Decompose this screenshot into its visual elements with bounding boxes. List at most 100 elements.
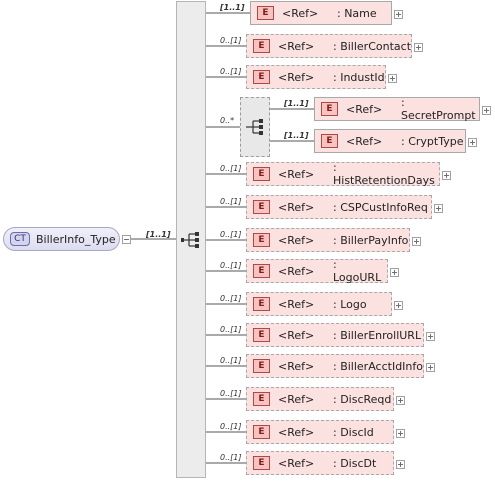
- element-name: : LogoURL: [333, 258, 382, 284]
- element-cardinality: 0..[1]: [220, 422, 242, 431]
- element-node[interactable]: E <Ref> : Logo: [246, 292, 392, 316]
- ref-label: <Ref>: [278, 328, 315, 342]
- expand-icon[interactable]: [426, 332, 435, 341]
- element-badge: E: [253, 297, 270, 311]
- element-badge: E: [321, 134, 338, 148]
- expand-icon[interactable]: [394, 10, 403, 19]
- element-node[interactable]: E <Ref> : Name: [250, 1, 392, 25]
- expand-icon[interactable]: [396, 396, 405, 405]
- element-node[interactable]: E <Ref> : DiscDt: [246, 451, 394, 475]
- expand-icon[interactable]: [434, 204, 443, 213]
- element-cardinality: 0..[1]: [220, 453, 242, 462]
- element-badge: E: [321, 102, 338, 116]
- element-badge: E: [253, 359, 270, 373]
- ref-label: <Ref>: [278, 233, 315, 247]
- choice-icon: [246, 119, 263, 135]
- element-node[interactable]: E <Ref> : BillerEnrollURL: [246, 323, 424, 347]
- element-badge: E: [253, 425, 270, 439]
- element-node[interactable]: E <Ref> : IndustId: [246, 65, 386, 89]
- complex-type-name: BillerInfo_Type: [36, 232, 116, 246]
- element-name: : DiscDt: [333, 456, 377, 470]
- element-name: : BillerAcctIdInfo: [333, 359, 423, 373]
- expand-icon[interactable]: [396, 429, 405, 438]
- expand-icon[interactable]: [390, 268, 399, 277]
- choice-cardinality: 0..*: [220, 116, 235, 125]
- ref-label: <Ref>: [278, 167, 315, 181]
- element-name: : SecretPrompt: [401, 96, 476, 122]
- element-badge: E: [253, 233, 270, 247]
- element-badge: E: [253, 200, 270, 214]
- element-name: : BillerEnrollURL: [333, 328, 422, 342]
- ref-label: <Ref>: [278, 200, 315, 214]
- element-node[interactable]: E <Ref> : DiscId: [246, 420, 394, 444]
- element-node[interactable]: E <Ref> : LogoURL: [246, 258, 388, 284]
- element-cardinality: 0..[1]: [220, 230, 242, 239]
- element-name: : CSPCustInfoReq: [333, 200, 428, 214]
- element-badge: E: [253, 70, 270, 84]
- element-name: : BillerContact: [333, 39, 412, 53]
- ref-label: <Ref>: [278, 70, 315, 84]
- element-node[interactable]: E <Ref> : HistRetentionDays: [246, 161, 440, 187]
- ref-label: <Ref>: [278, 425, 315, 439]
- element-name: : BillerPayInfo: [333, 233, 409, 247]
- ref-label: <Ref>: [346, 102, 383, 116]
- expand-icon[interactable]: [388, 74, 397, 83]
- expand-icon[interactable]: [396, 460, 405, 469]
- ref-label: <Ref>: [346, 134, 383, 148]
- element-badge: E: [253, 392, 270, 406]
- element-cardinality: 0..[1]: [220, 389, 242, 398]
- element-cardinality: 0..[1]: [220, 197, 242, 206]
- ref-label: <Ref>: [278, 456, 315, 470]
- choice-compositor[interactable]: [240, 97, 270, 157]
- element-name: : CryptType: [401, 134, 464, 148]
- element-name: : Logo: [333, 297, 367, 311]
- element-cardinality: [1..1]: [220, 3, 245, 12]
- element-cardinality: 0..[1]: [220, 325, 242, 334]
- expand-icon[interactable]: [412, 237, 421, 246]
- element-badge: E: [253, 456, 270, 470]
- ref-label: <Ref>: [278, 39, 315, 53]
- element-cardinality: [1..1]: [284, 99, 309, 108]
- element-cardinality: [1..1]: [284, 131, 309, 140]
- complex-type-badge: CT: [10, 232, 30, 246]
- element-cardinality: 0..[1]: [220, 261, 242, 270]
- element-cardinality: 0..[1]: [220, 164, 242, 173]
- ref-label: <Ref>: [278, 264, 315, 278]
- element-name: : IndustId: [333, 70, 385, 84]
- element-cardinality: 0..[1]: [220, 356, 242, 365]
- expand-icon[interactable]: [468, 138, 477, 147]
- element-cardinality: 0..[1]: [220, 36, 242, 45]
- ref-label: <Ref>: [278, 359, 315, 373]
- sequence-icon: [181, 232, 199, 248]
- element-node[interactable]: E <Ref> : CryptType: [314, 129, 466, 153]
- expand-icon[interactable]: [482, 106, 491, 115]
- element-name: : Name: [337, 6, 377, 20]
- element-badge: E: [253, 264, 270, 278]
- expand-icon[interactable]: [442, 171, 451, 180]
- element-badge: E: [253, 167, 270, 181]
- complex-type-node[interactable]: CT BillerInfo_Type: [3, 227, 120, 251]
- element-name: : DiscReqd: [333, 392, 392, 406]
- ref-label: <Ref>: [278, 392, 315, 406]
- sequence-cardinality: [1..1]: [146, 230, 171, 239]
- element-badge: E: [253, 39, 270, 53]
- element-node[interactable]: E <Ref> : BillerPayInfo: [246, 228, 410, 252]
- element-name: : HistRetentionDays: [333, 161, 435, 187]
- element-cardinality: 0..[1]: [220, 294, 242, 303]
- expand-icon[interactable]: [394, 301, 403, 310]
- element-name: : DiscId: [333, 425, 374, 439]
- ref-label: <Ref>: [282, 6, 319, 20]
- element-cardinality: 0..[1]: [220, 67, 242, 76]
- element-node[interactable]: E <Ref> : SecretPrompt: [314, 96, 480, 122]
- expand-icon[interactable]: [414, 43, 423, 52]
- element-badge: E: [257, 6, 274, 20]
- element-node[interactable]: E <Ref> : DiscReqd: [246, 387, 394, 411]
- element-node[interactable]: E <Ref> : CSPCustInfoReq: [246, 195, 432, 219]
- collapse-icon[interactable]: [122, 235, 131, 244]
- expand-icon[interactable]: [426, 363, 435, 372]
- element-node[interactable]: E <Ref> : BillerContact: [246, 34, 412, 58]
- ref-label: <Ref>: [278, 297, 315, 311]
- element-badge: E: [253, 328, 270, 342]
- element-node[interactable]: E <Ref> : BillerAcctIdInfo: [246, 354, 424, 378]
